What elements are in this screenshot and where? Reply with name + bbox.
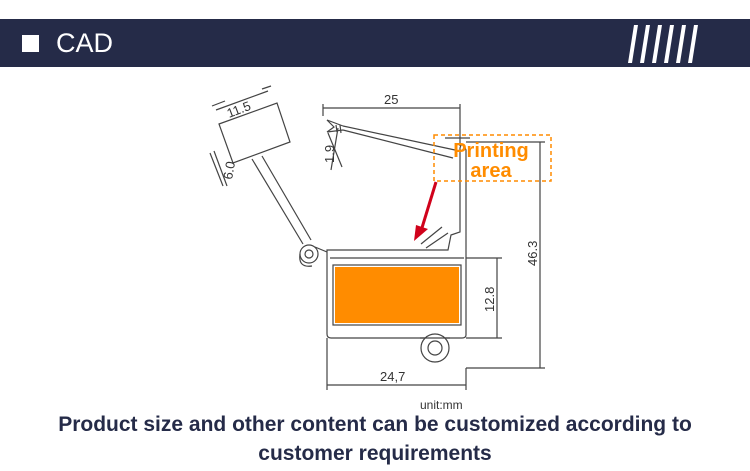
dim-total-height: 46.3 — [525, 241, 540, 266]
pointer-arrow-icon — [414, 181, 438, 241]
printing-area-fill — [335, 267, 459, 323]
section-title: CAD — [56, 28, 114, 58]
unit-label: unit:mm — [420, 398, 463, 412]
white-square-icon — [22, 35, 39, 52]
section-header: CAD — [0, 19, 750, 67]
printing-area-label-2: area — [470, 160, 512, 182]
caption-line-1: Product size and other content can be cu… — [58, 413, 692, 436]
seal-body — [326, 143, 467, 363]
strap-top — [322, 104, 470, 171]
dimension-lines — [326, 141, 545, 390]
tag-head — [209, 85, 291, 187]
dim-tag-depth: 6.0 — [220, 160, 238, 180]
caption-line-2: customer requirements — [258, 442, 492, 465]
dim-printing-height: 12.8 — [482, 287, 497, 312]
dim-strap-width: 1.9 — [322, 145, 337, 163]
caption: Product size and other content can be cu… — [0, 410, 750, 468]
stripes-decoration-icon — [628, 25, 698, 63]
printing-area-callout — [433, 134, 552, 182]
dim-body-width: 24,7 — [380, 369, 405, 384]
dim-strap-length: 25 — [384, 92, 398, 107]
strap-left — [251, 155, 328, 267]
printing-area-label-1: Printing — [453, 140, 529, 162]
